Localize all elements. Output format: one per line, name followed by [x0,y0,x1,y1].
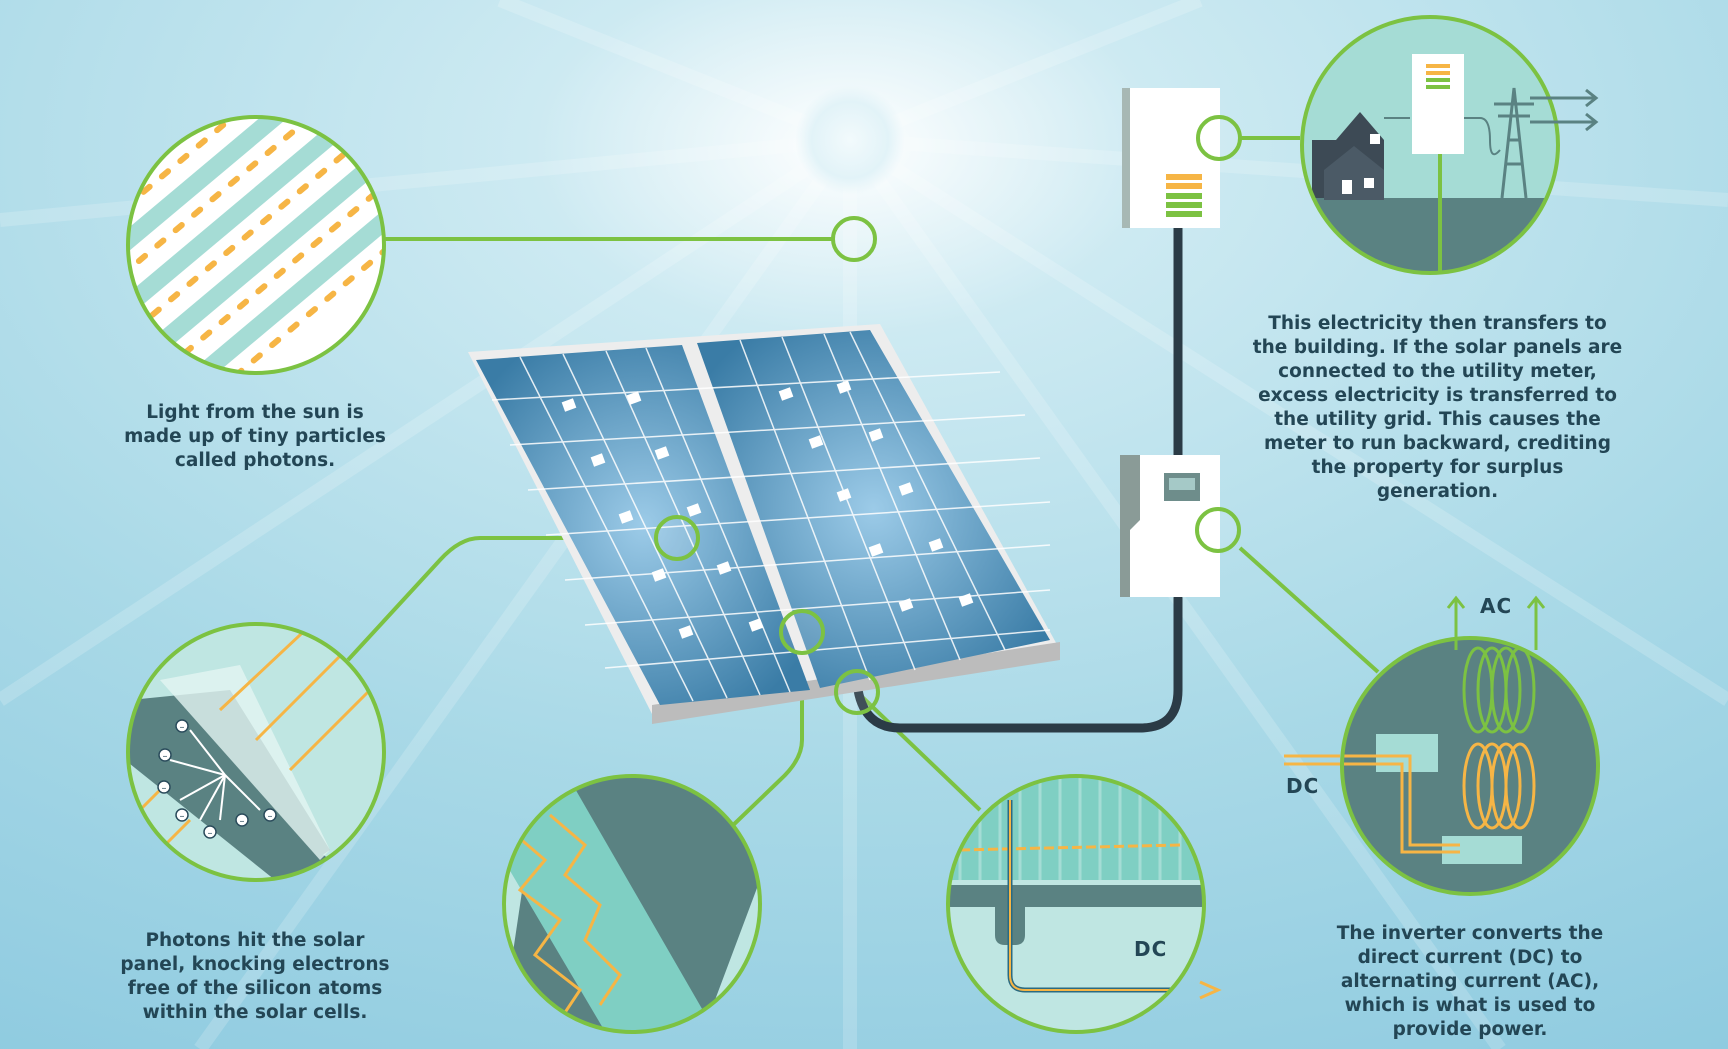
solar-panel-icon [468,324,1060,724]
photons-zoom [128,117,384,373]
silicon-current-zoom [504,776,760,1032]
coil-icon [1462,646,1536,734]
electron-symbol: – [180,722,185,733]
electron-symbol: – [268,811,273,822]
grid-arrows [1530,88,1599,132]
hotspot-markers [654,115,1242,715]
electron-symbol: – [240,816,245,827]
grid-zoom [1302,17,1558,273]
dc-inverter-label: DC [1286,774,1320,798]
grid-zoom-ring [1300,15,1560,275]
dc-wire-label: DC [1134,937,1168,961]
inverter-icon [1120,455,1220,597]
dc-wire-zoom-ring [946,774,1206,1034]
photons-zoom-ring [126,115,386,375]
electron-symbol: – [162,783,167,794]
electron-symbol: – [163,751,168,762]
inverter-zoom [1342,638,1598,894]
electrons-zoom-ring [126,622,386,882]
inverter-zoom-ring [1340,636,1600,896]
electron-symbol: – [180,811,185,822]
electrons-caption: Photons hit the solar panel, knocking el… [120,930,390,1023]
power-tower-icon [1494,87,1534,199]
meter-icon [1122,88,1220,228]
electrons-zoom [128,624,384,880]
sun-icon [795,85,905,195]
electron-symbol: – [208,828,213,839]
connector-lines [346,136,1380,832]
photons-caption: Light from the sun is made up of tiny pa… [124,402,386,471]
inverter-caption: The inverter converts the direct current… [1336,923,1604,1040]
ac-label: AC [1480,594,1513,618]
house-icon [1312,112,1384,200]
arrow-icon [1199,980,1222,1000]
dc-input-lines [1284,754,1340,766]
silicon-current-zoom-ring [502,774,762,1034]
grid-caption: This electricity then transfers to the b… [1252,313,1623,502]
ac-arrows [1446,595,1546,650]
